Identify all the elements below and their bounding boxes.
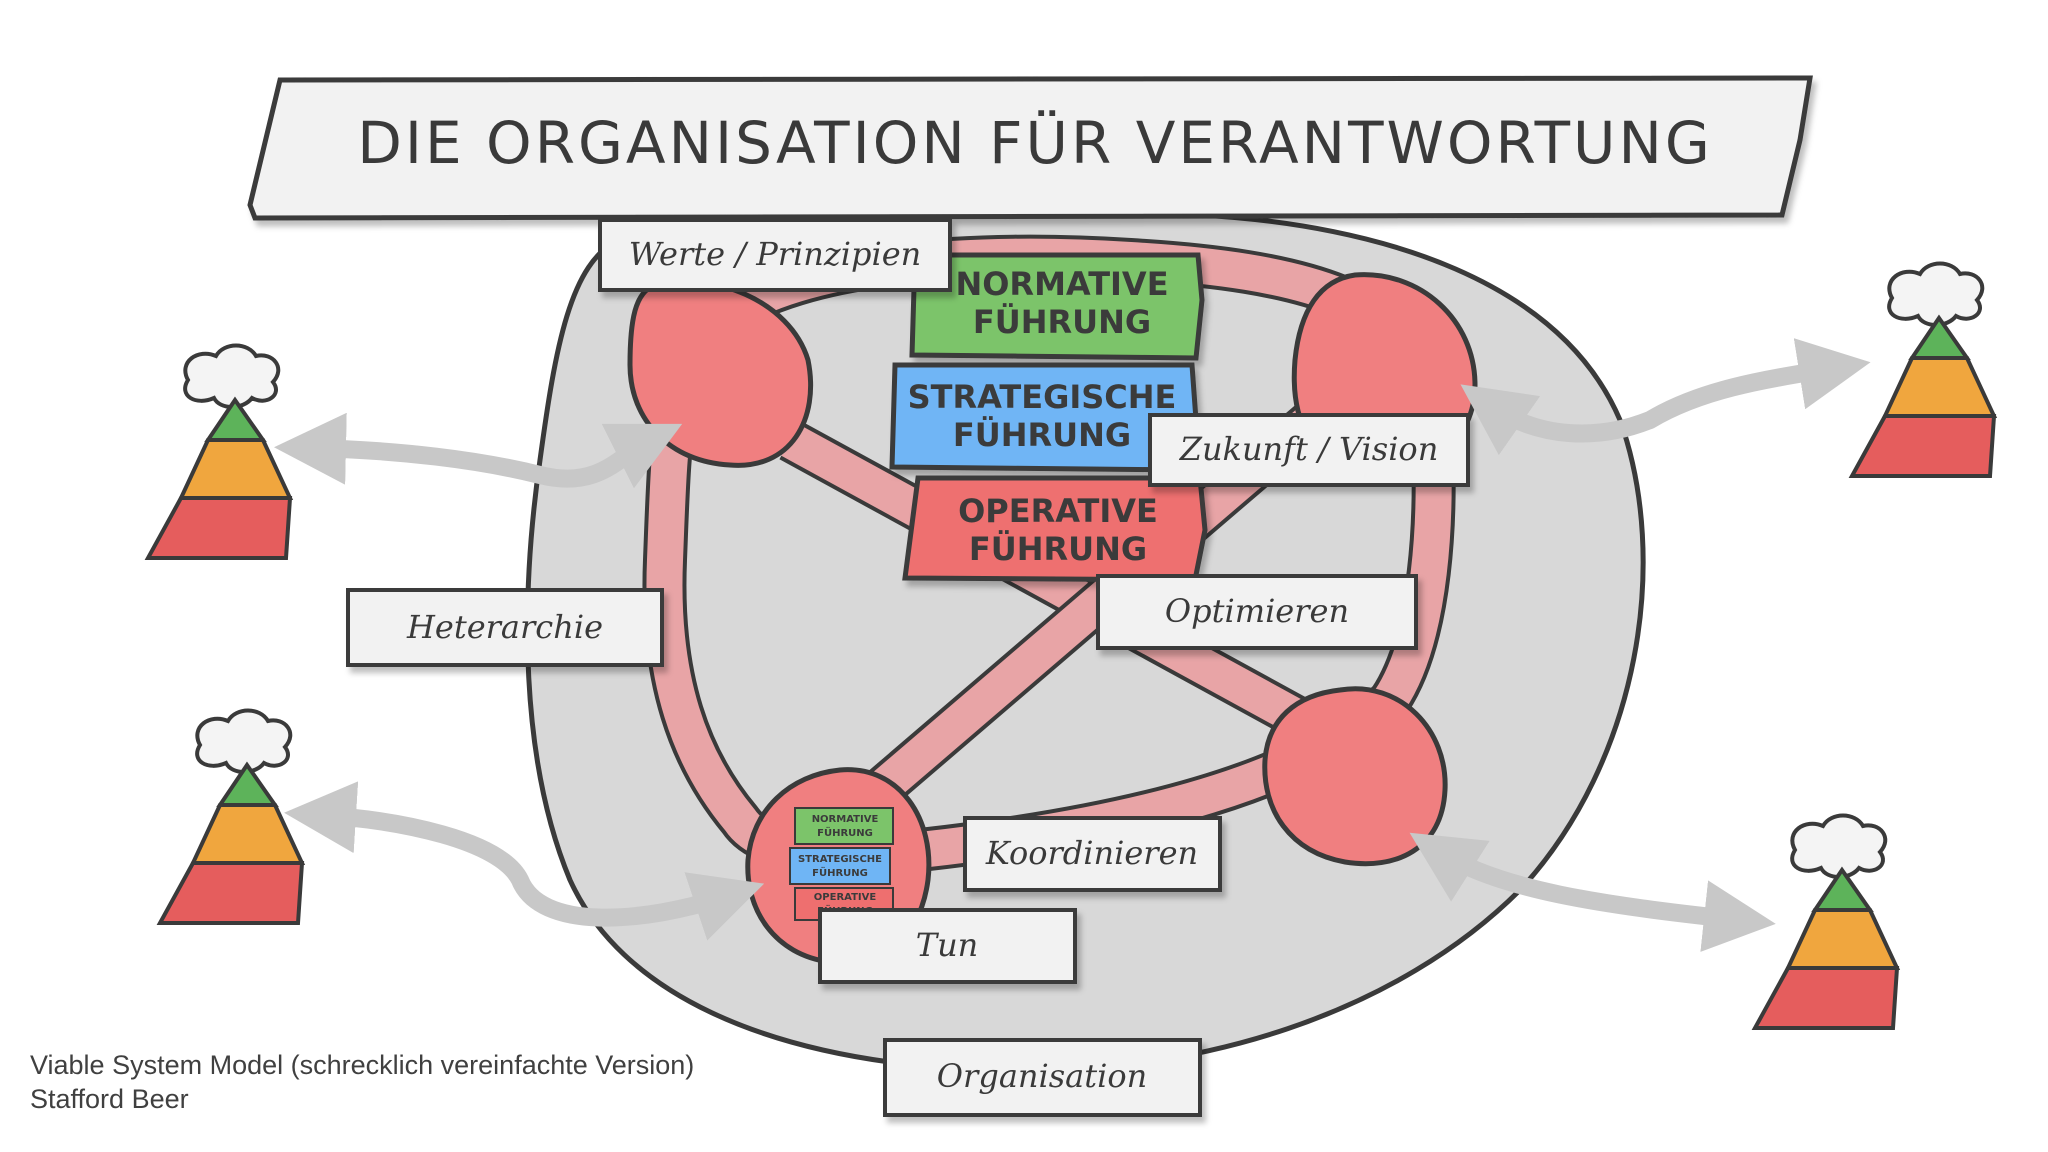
operative-label-2: FÜHRUNG xyxy=(969,530,1147,568)
pyramid-left-bottom xyxy=(156,708,306,925)
optimieren-label: Optimieren xyxy=(1165,592,1349,630)
normative-label-1: NORMATIVE xyxy=(955,265,1168,303)
mini-normative-label-1: NORMATIVE xyxy=(812,814,879,825)
caption-line-1: Viable System Model (schrecklich vereinf… xyxy=(30,1050,695,1080)
mini-strategische-layer xyxy=(789,847,891,885)
tun-box xyxy=(818,908,1077,984)
operative-label-1: OPERATIVE xyxy=(958,492,1158,530)
mini-strategische-label-2: FÜHRUNG xyxy=(812,865,868,879)
mini-normative-label-2: FÜHRUNG xyxy=(817,825,873,839)
strategische-label-1: STRATEGISCHE xyxy=(908,378,1177,416)
node-bottom-right xyxy=(1262,686,1448,867)
pyramid-right-bottom xyxy=(1751,813,1901,1030)
koordinieren-box xyxy=(963,816,1222,892)
werte-box xyxy=(598,218,952,292)
mini-normative-layer xyxy=(794,807,894,845)
management-stack xyxy=(889,252,1208,583)
cloud-icon xyxy=(1887,261,1985,327)
heterarchie-box xyxy=(346,588,664,667)
mini-strategische-label-1: STRATEGISCHE xyxy=(798,854,882,865)
arrow-right-bottom xyxy=(1409,832,1776,952)
strategische-label-2: FÜHRUNG xyxy=(953,416,1131,454)
werte-label: Werte / Prinzipien xyxy=(629,235,921,273)
organisation-label: Organisation xyxy=(937,1057,1147,1095)
title-banner xyxy=(247,75,1813,221)
caption: Viable System Model (schrecklich vereinf… xyxy=(30,1048,694,1116)
cloud-icon xyxy=(195,708,293,774)
arrow-left-bottom xyxy=(284,781,765,941)
page-title: DIE ORGANISATION FÜR VERANTWORTUNG xyxy=(357,109,1713,177)
zukunft-label: Zukunft / Vision xyxy=(1179,430,1439,468)
cloud-icon xyxy=(183,343,281,409)
caption-line-2: Stafford Beer xyxy=(30,1084,189,1114)
koordinieren-label: Koordinieren xyxy=(985,834,1198,872)
pyramid-right-top xyxy=(1848,261,1998,478)
organisation-box xyxy=(883,1038,1202,1117)
cloud-icon xyxy=(1790,813,1888,879)
tun-label: Tun xyxy=(916,926,979,964)
optimieren-box xyxy=(1096,574,1418,650)
zukunft-box xyxy=(1148,413,1470,487)
normative-label-2: FÜHRUNG xyxy=(973,303,1151,341)
pyramid-left-top xyxy=(144,343,294,560)
environment-arrows xyxy=(274,338,1871,952)
normative-layer xyxy=(909,252,1205,361)
arrow-left-top xyxy=(274,412,683,489)
arrow-right-top xyxy=(1460,338,1871,456)
mini-operative-label-1: OPERATIVE xyxy=(814,892,877,903)
heterarchie-label: Heterarchie xyxy=(406,608,603,646)
